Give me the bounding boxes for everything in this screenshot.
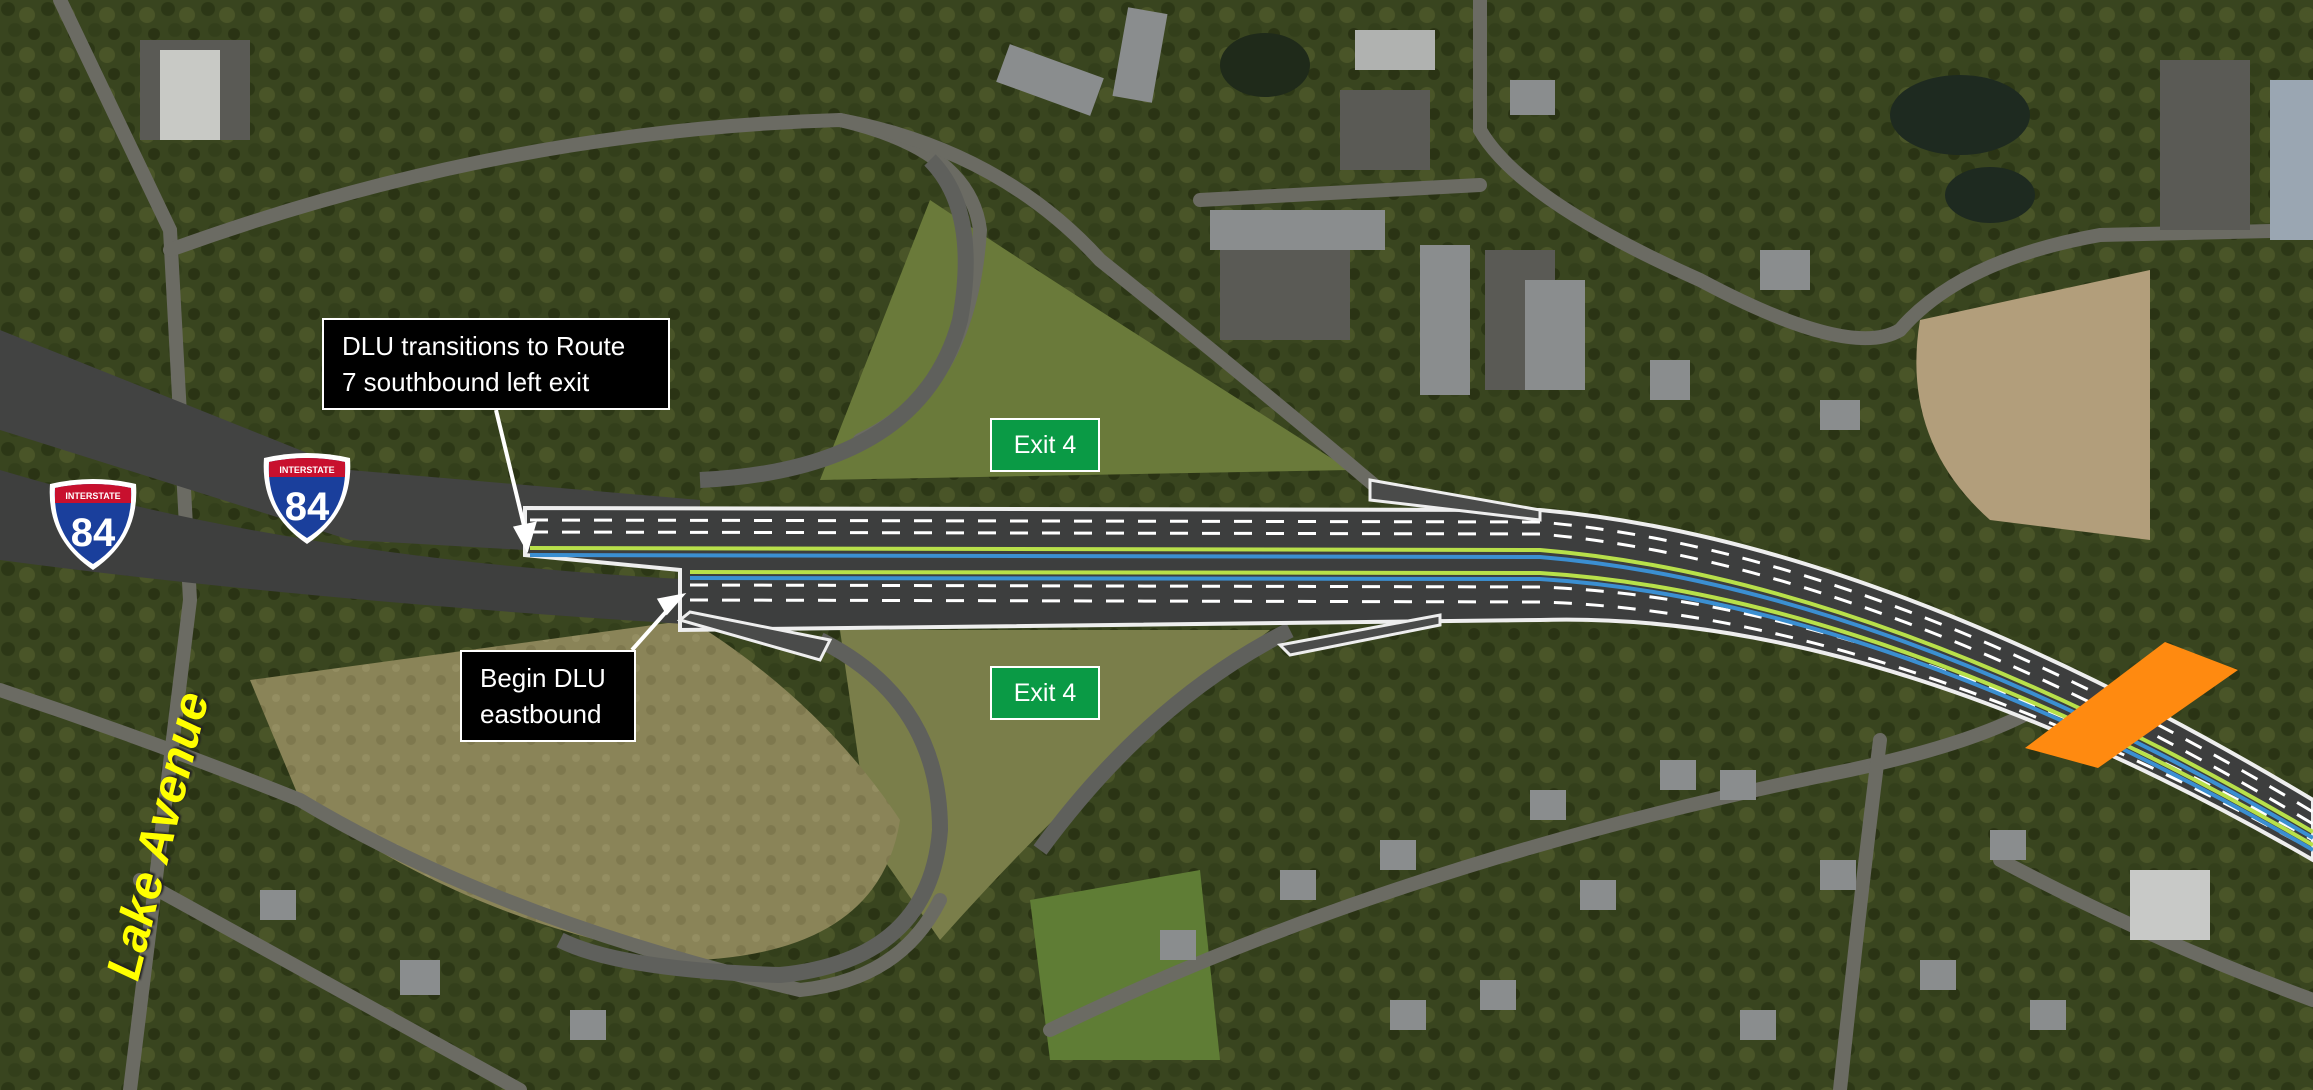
- buildings: [160, 7, 2313, 1040]
- callout-dlu-transition: DLU transitions to Route 7 southbound le…: [322, 318, 670, 410]
- shield-banner: INTERSTATE: [65, 491, 120, 501]
- callout-arrow-icon: [494, 409, 687, 652]
- loop-ramps: [556, 154, 1294, 984]
- shield-banner: INTERSTATE: [279, 465, 334, 475]
- exit-ramp-southwest: [676, 610, 833, 662]
- exit-ramp-southeast: [1276, 613, 1442, 657]
- callout-line: 7 southbound left exit: [342, 367, 590, 397]
- pond: [1890, 75, 2030, 155]
- interstate-shield-icon: INTERSTATE 84: [263, 453, 351, 544]
- pond: [1220, 33, 1310, 97]
- callout-line: Begin DLU: [480, 663, 606, 693]
- lane-stripes: [529, 518, 2313, 852]
- interstate-shield-icon: INTERSTATE 84: [49, 479, 137, 570]
- open-field: [250, 620, 900, 960]
- shield-number: 84: [71, 511, 116, 555]
- construction-site: [1916, 270, 2150, 540]
- exit-label-north: Exit 4: [990, 418, 1100, 472]
- callout-begin-dlu: Begin DLU eastbound: [460, 650, 636, 742]
- callout-line: DLU transitions to Route: [342, 331, 626, 361]
- dlu-lane-lines: [529, 546, 2313, 852]
- shield-number: 84: [285, 485, 330, 529]
- pond: [1945, 167, 2035, 223]
- interchange-field-north: [820, 200, 1350, 480]
- callout-line: eastbound: [480, 699, 602, 729]
- exit-ramp-north: [1368, 478, 1542, 522]
- bridge-marker-icon: [2025, 642, 2238, 768]
- highway-west-mainline: [0, 330, 700, 560]
- exit-label-south: Exit 4: [990, 666, 1100, 720]
- highway-west-eb: [0, 470, 700, 625]
